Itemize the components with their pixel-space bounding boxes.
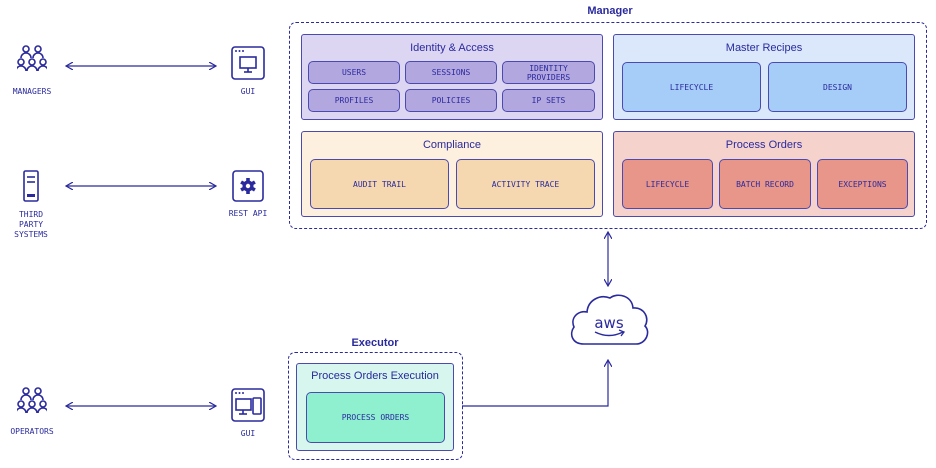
rest-api-interface: REST API [220,170,276,219]
manager-container [289,22,927,229]
identity-access-group: Identity & Access USERS SESSIONS IDENTIT… [301,34,603,120]
gui-top-label: GUI [240,87,256,96]
devices-icon [231,388,265,422]
exceptions-box: EXCEPTIONS [817,159,908,209]
aws-cloud-icon: aws [570,294,649,345]
process-orders-group: Process Orders LIFECYCLE BATCH RECORD EX… [613,131,915,217]
gui-bottom-interface: GUI [226,388,270,439]
third-party-actor: THIRD PARTY SYSTEMS [0,170,62,240]
executor-container [288,352,463,460]
gui-top-interface: GUI [226,46,270,97]
recipe-lifecycle-box: LIFECYCLE [622,62,761,112]
executor-title: Executor [351,337,399,349]
compliance-group: Compliance AUDIT TRAIL ACTIVITY TRACE [301,131,603,217]
people-group-icon [15,45,49,72]
master-recipes-title: Master Recipes [725,42,803,54]
recipe-design-box: DESIGN [768,62,907,112]
server-icon [23,170,39,202]
process-orders-execution-group: Process Orders Execution PROCESS ORDERS [296,363,454,451]
manager-title: Manager [587,5,633,17]
users-box: USERS [308,61,400,84]
monitor-icon [231,46,265,80]
third-party-label: THIRD PARTY SYSTEMS [14,210,48,239]
aws-label: aws [594,314,623,332]
order-lifecycle-box: LIFECYCLE [622,159,713,209]
identity-access-title: Identity & Access [410,42,494,54]
policies-box: POLICIES [405,89,497,112]
batch-record-box: BATCH RECORD [719,159,811,209]
gui-bottom-label: GUI [240,429,256,438]
operators-actor: OPERATORS [6,386,58,437]
managers-label: MANAGERS [12,87,52,96]
rest-api-label: REST API [228,209,268,218]
gear-icon [232,170,264,202]
audit-trail-box: AUDIT TRAIL [310,159,449,209]
ip-sets-box: IP SETS [502,89,595,112]
operators-label: OPERATORS [10,427,54,436]
profiles-box: PROFILES [308,89,400,112]
people-group-icon [15,387,49,414]
master-recipes-group: Master Recipes LIFECYCLE DESIGN [613,34,915,120]
process-orders-execution-title: Process Orders Execution [311,370,439,382]
compliance-title: Compliance [422,139,482,151]
identity-providers-box: IDENTITY PROVIDERS [502,61,595,84]
arrow-executor-aws [462,360,608,407]
process-orders-box: PROCESS ORDERS [306,392,445,443]
process-orders-title: Process Orders [725,139,803,151]
activity-trace-box: ACTIVITY TRACE [456,159,595,209]
managers-actor: MANAGERS [6,44,58,97]
sessions-box: SESSIONS [405,61,497,84]
